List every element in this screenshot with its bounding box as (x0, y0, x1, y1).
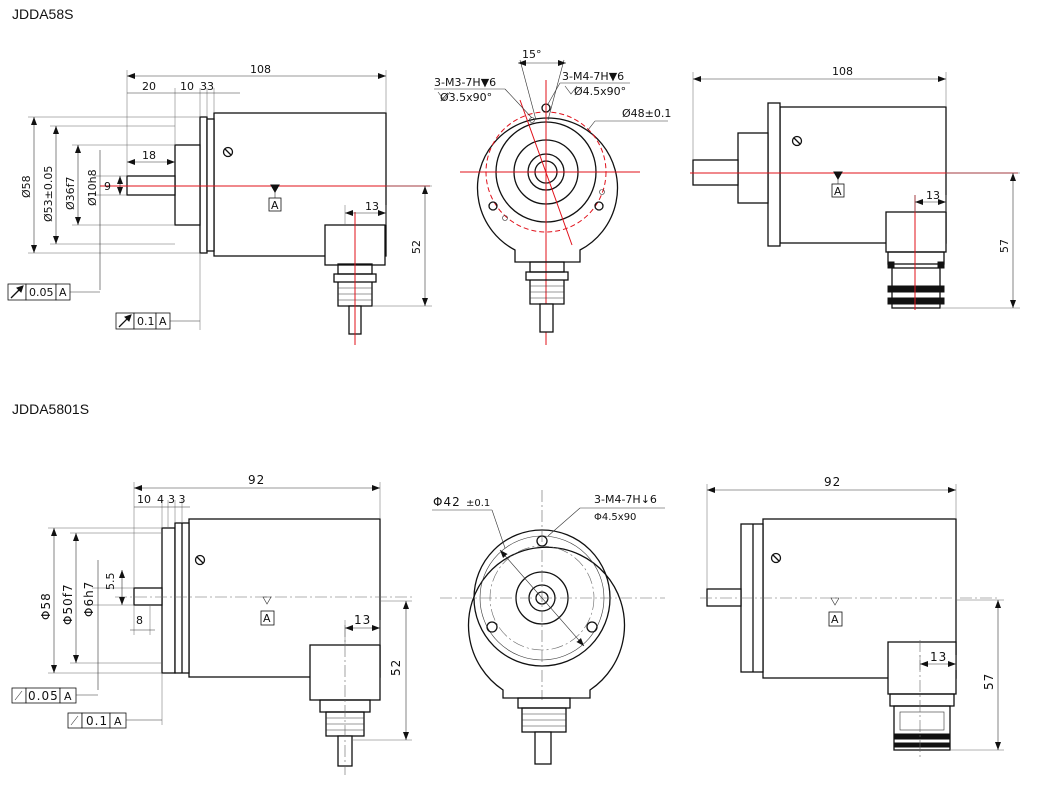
rear-datum-label-b: A (831, 613, 839, 626)
dim-4-b: 4 (157, 493, 164, 506)
dim-20: 20 (142, 80, 156, 93)
top-side-view: 108 20 10 33 18 Ø58 Ø53±0.05 Ø36f7 Ø10h8… (7, 63, 432, 345)
model-title-bottom: JDDA5801S (12, 401, 89, 417)
mounting-flange-b (161, 527, 176, 674)
runout-arrow-icon (14, 690, 23, 701)
runout-datum-1: A (59, 286, 67, 299)
bottom-front-view: Φ42 ±0.1 3-M4-7H↓6 Φ4.5x90 (432, 490, 665, 765)
datum-label-b: A (263, 612, 271, 625)
pcd-tol-b: ±0.1 (466, 498, 490, 509)
runout-datum-2: A (159, 315, 167, 328)
pcd-label-b: Φ42 (433, 495, 461, 509)
ground-screw-icon (194, 554, 206, 566)
top-rear-view: 108 13 57 A (690, 65, 1020, 310)
rear-flange (767, 102, 781, 247)
runout-datum-2-b: A (114, 715, 122, 728)
centering-spigot (174, 144, 201, 226)
pcd-label: Ø48±0.1 (622, 107, 671, 120)
dim-conn-13-b: 13 (354, 613, 371, 627)
dim-55-b: 5.5 (104, 573, 117, 591)
rear-connector-box (885, 211, 947, 253)
datum-label: A (271, 199, 279, 212)
dim-33: 33 (200, 80, 214, 93)
runout-tol-1-b: 0.05 (28, 689, 59, 703)
flange-step (206, 118, 215, 252)
dim-dia58: Ø58 (20, 175, 33, 198)
dim-dia36: Ø36f7 (64, 176, 77, 210)
holes-callout-2a: 3-M4-7H▼6 (562, 70, 624, 83)
rear-dim-13-b: 13 (930, 650, 947, 664)
top-front-view: 15° 3-M3-7H▼6 Ø3.5x90° 3-M4-7H▼6 Ø4.5x90… (434, 48, 671, 345)
mount-hole (594, 201, 604, 211)
runout-tol-2-b: 0.1 (86, 714, 108, 728)
dim-length: 108 (250, 63, 271, 76)
shaft-b (133, 587, 163, 606)
model-title-top: JDDA58S (12, 6, 73, 22)
dim-conn-13: 13 (365, 200, 379, 213)
ground-screw-icon (770, 552, 782, 564)
rear-datum-label: A (834, 185, 842, 198)
holes-callout-2b: Ø4.5x90° (574, 85, 626, 98)
dim-angle: 15° (522, 48, 542, 61)
runout-datum-1-b: A (64, 690, 72, 703)
holes-callout-1a: 3-M3-7H▼6 (434, 76, 496, 89)
mount-hole-small (529, 117, 535, 123)
holes-callout-b-b: Φ4.5x90 (594, 512, 636, 523)
holes-callout-a-b: 3-M4-7H↓6 (594, 493, 657, 506)
ground-screw-icon (791, 135, 803, 147)
bottom-side-view: 92 10 4 3 3 Φ58 Φ50f7 Φ6h7 5.5 8 13 (11, 473, 415, 775)
mount-hole (586, 621, 598, 633)
datum-triangle-icon (270, 184, 280, 194)
dim-18: 18 (142, 149, 156, 162)
dim-height-52-b: 52 (389, 659, 403, 676)
runout-tol-1: 0.05 (29, 286, 54, 299)
mount-hole-small (599, 189, 605, 195)
rear-dim-length-b: 92 (824, 475, 841, 489)
rear-shaft-b (706, 588, 742, 607)
runout-arrow-icon (70, 715, 79, 726)
dim-10-b: 10 (137, 493, 151, 506)
mount-hole (488, 201, 498, 211)
rear-dim-13: 13 (926, 189, 940, 202)
dim-8-b: 8 (136, 614, 143, 627)
holes-callout-1b: Ø3.5x90° (440, 91, 492, 104)
datum-triangle-icon (830, 597, 840, 606)
rear-dim-57: 57 (998, 239, 1011, 253)
dim-dia6-b: Φ6h7 (82, 581, 96, 617)
dim-length-b: 92 (248, 473, 265, 487)
bottom-rear-view: 92 13 57 A (700, 475, 1004, 760)
datum-triangle-icon (262, 596, 272, 605)
rear-dim-length: 108 (832, 65, 853, 78)
dim-dia10: Ø10h8 (86, 169, 99, 206)
datum-triangle-icon (833, 171, 843, 181)
mount-hole-small (502, 215, 508, 221)
dim-33-b: 3 3 (168, 493, 186, 506)
dim-9: 9 (104, 180, 111, 193)
dim-dia53: Ø53±0.05 (42, 166, 55, 222)
dim-10: 10 (180, 80, 194, 93)
dim-height-52: 52 (410, 240, 423, 254)
dim-dia58-b: Φ58 (39, 592, 53, 620)
ground-screw-icon (222, 146, 234, 158)
rear-dim-57-b: 57 (982, 673, 996, 690)
mount-hole (486, 621, 498, 633)
mounting-flange (199, 116, 208, 254)
dim-dia50-b: Φ50f7 (61, 583, 75, 625)
runout-tol-2: 0.1 (137, 315, 155, 328)
